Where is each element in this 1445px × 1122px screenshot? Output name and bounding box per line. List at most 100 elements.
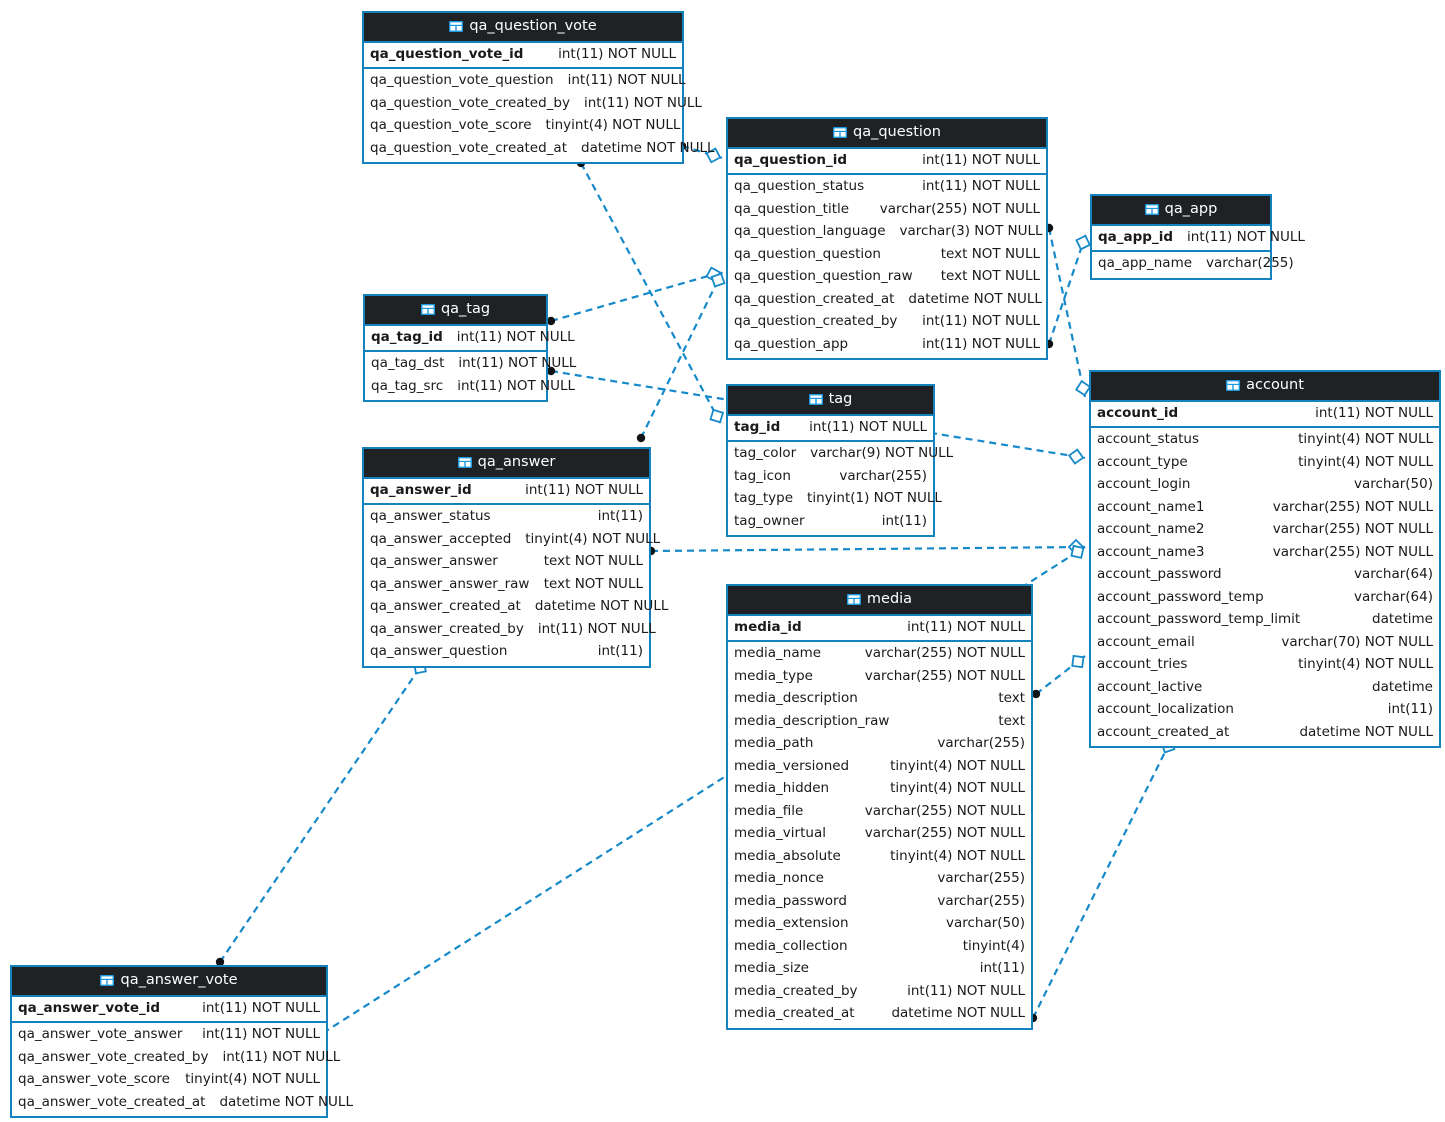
table-header-qa_answer_vote[interactable]: qa_answer_vote xyxy=(12,967,326,997)
table-header-media[interactable]: media xyxy=(728,586,1031,616)
table-header-qa_question_vote[interactable]: qa_question_vote xyxy=(364,13,682,43)
table-header-tag[interactable]: tag xyxy=(728,386,933,416)
relationship-edge[interactable] xyxy=(576,158,725,425)
relationship-edge[interactable] xyxy=(1044,223,1092,398)
relationship-edge[interactable] xyxy=(1028,737,1176,1023)
relationship-edge[interactable] xyxy=(215,659,427,967)
table-header-qa_answer[interactable]: qa_answer xyxy=(364,449,649,479)
table-header-qa_app[interactable]: qa_app xyxy=(1092,196,1270,226)
relationship-edge[interactable] xyxy=(546,266,723,326)
table-header-account[interactable]: account xyxy=(1091,372,1439,402)
relationship-edge[interactable] xyxy=(1044,233,1092,349)
relationship-edge[interactable] xyxy=(636,271,726,443)
table-header-qa_question[interactable]: qa_question xyxy=(728,119,1046,149)
relationship-edge[interactable] xyxy=(1031,654,1086,699)
column-type: tinyint(4) NOT NULL xyxy=(1298,431,1433,447)
relationship-edge[interactable] xyxy=(646,538,1086,556)
column-name: tag_id xyxy=(734,418,781,435)
table-header-qa_tag[interactable]: qa_tag xyxy=(365,296,546,326)
column-name: qa_question_title xyxy=(734,200,850,217)
